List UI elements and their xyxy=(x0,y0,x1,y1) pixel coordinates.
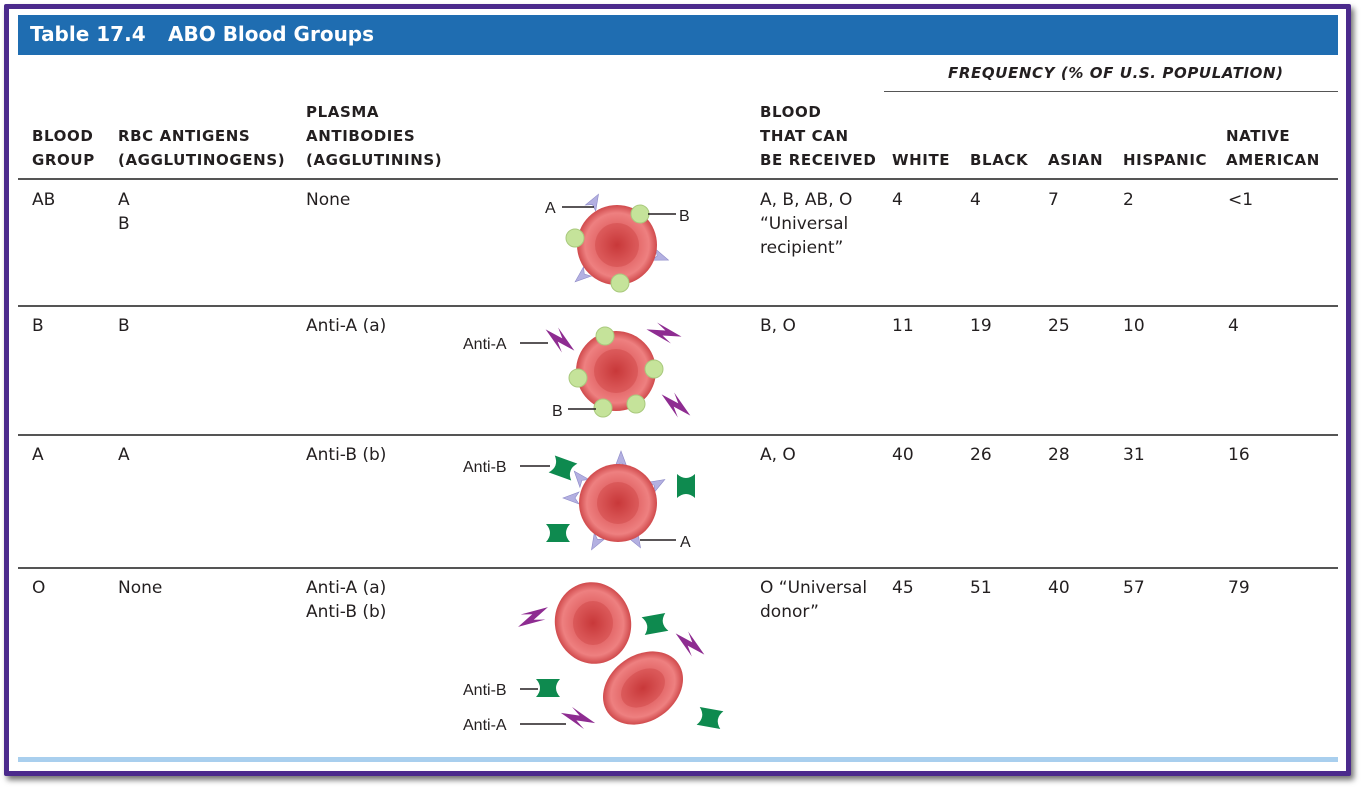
red-blood-cell xyxy=(554,582,632,664)
label-anti-b: Anti-B xyxy=(463,459,507,476)
label-antigen-a: A xyxy=(545,200,556,217)
cell-antibodies: None xyxy=(306,190,351,210)
red-blood-cell xyxy=(577,205,657,285)
cell-antigens: B xyxy=(118,316,130,336)
cell-asian: 40 xyxy=(1048,578,1070,598)
antibody-anti-a-icon xyxy=(672,629,708,659)
cell-white: 4 xyxy=(892,190,903,210)
antigen-b-icon xyxy=(565,228,585,248)
antibody-anti-b-icon xyxy=(536,679,560,697)
cell-hispanic: 57 xyxy=(1123,578,1145,598)
antibody-anti-b-icon xyxy=(641,613,669,635)
antibody-anti-a-icon xyxy=(658,390,694,420)
cell-received: O “Universal donor” xyxy=(760,578,868,622)
frequency-rule xyxy=(884,91,1338,92)
frequency-heading: FREQUENCY (% OF U.S. POPULATION) xyxy=(948,64,1284,82)
header-hispanic: HISPANIC xyxy=(1123,151,1208,169)
label-anti-b: Anti-B xyxy=(463,682,507,699)
antigen-b-icon xyxy=(593,398,613,418)
cell-group: B xyxy=(32,316,44,336)
cell-black: 51 xyxy=(970,578,992,598)
cell-hispanic: 31 xyxy=(1123,445,1145,465)
cell-antibodies: Anti-A (a) Anti-B (b) xyxy=(306,578,387,622)
antigen-b-icon xyxy=(644,359,664,379)
label-anti-a: Anti-A xyxy=(463,717,507,734)
bottom-rule xyxy=(18,757,1338,762)
cell-a-illustration: Anti-B A xyxy=(463,450,695,554)
cell-antibodies: Anti-B (b) xyxy=(306,445,387,465)
antibody-anti-a-icon xyxy=(542,325,578,355)
cell-asian: 7 xyxy=(1048,190,1059,210)
table-title: ABO Blood Groups xyxy=(168,22,375,46)
cell-hispanic: 10 xyxy=(1123,316,1145,336)
antibody-anti-a-icon xyxy=(560,703,596,733)
cell-group: AB xyxy=(32,190,56,210)
antigen-b-icon xyxy=(568,368,588,388)
antibody-anti-a-icon xyxy=(514,597,552,637)
antigen-b-icon xyxy=(610,273,630,293)
label-antigen-b: B xyxy=(679,208,690,225)
antibody-anti-b-icon xyxy=(546,524,570,542)
cell-native-american: <1 xyxy=(1228,190,1254,210)
antigen-a-icon xyxy=(585,190,604,212)
cell-native-american: 16 xyxy=(1228,445,1250,465)
cell-asian: 25 xyxy=(1048,316,1070,336)
cell-received: A, O xyxy=(760,445,796,465)
header-rbc-antigens: RBC ANTIGENS (AGGLUTINOGENS) xyxy=(118,127,286,169)
header-blood-received: BLOOD THAT CAN BE RECEIVED xyxy=(760,103,877,169)
cell-b-illustration: Anti-A B xyxy=(463,317,694,420)
cell-received: A, B, AB, O “Universal recipient” xyxy=(760,190,853,258)
header-black: BLACK xyxy=(970,151,1029,169)
red-blood-cell xyxy=(576,331,656,411)
antibody-anti-a-icon xyxy=(645,317,683,349)
header-asian: ASIAN xyxy=(1048,151,1104,169)
cell-o-illustration: Anti-B Anti-A xyxy=(463,582,724,734)
cell-antigens: None xyxy=(118,578,163,598)
table-frame xyxy=(4,4,1351,776)
cell-white: 45 xyxy=(892,578,914,598)
cell-white: 40 xyxy=(892,445,914,465)
header-blood-group: BLOOD GROUP xyxy=(32,127,95,169)
antigen-a-icon xyxy=(562,491,580,505)
cell-black: 26 xyxy=(970,445,992,465)
antibody-anti-b-icon xyxy=(548,455,578,481)
cell-native-american: 79 xyxy=(1228,578,1250,598)
cell-black: 4 xyxy=(970,190,981,210)
cell-group: O xyxy=(32,578,46,598)
cell-antigens: A B xyxy=(118,190,130,234)
cell-ab-illustration: A B xyxy=(545,190,690,293)
header-native-american: NATIVE AMERICAN xyxy=(1226,127,1320,169)
cell-hispanic: 2 xyxy=(1123,190,1134,210)
cell-white: 11 xyxy=(892,316,914,336)
label-antigen-b: B xyxy=(552,403,563,420)
red-blood-cell xyxy=(579,464,657,542)
cell-antibodies: Anti-A (a) xyxy=(306,316,387,336)
header-plasma-antibodies: PLASMA ANTIBODIES (AGGLUTININS) xyxy=(306,103,443,169)
antibody-anti-b-icon xyxy=(696,707,724,729)
label-anti-a: Anti-A xyxy=(463,336,507,353)
label-antigen-a: A xyxy=(680,534,691,551)
row-rule-1 xyxy=(18,305,1338,307)
row-rule-3 xyxy=(18,567,1338,569)
header-white: WHITE xyxy=(892,151,951,169)
cell-group: A xyxy=(32,445,44,465)
antigen-b-icon xyxy=(630,204,650,224)
cell-black: 19 xyxy=(970,316,992,336)
cell-antigens: A xyxy=(118,445,130,465)
row-rule-2 xyxy=(18,434,1338,436)
table-number: Table 17.4 xyxy=(30,22,146,46)
cell-received: B, O xyxy=(760,316,796,336)
title-bar: Table 17.4 ABO Blood Groups xyxy=(18,15,1338,55)
cell-asian: 28 xyxy=(1048,445,1070,465)
antibody-anti-b-icon xyxy=(677,474,695,498)
header-rule xyxy=(18,178,1338,180)
antigen-b-icon xyxy=(626,394,646,414)
cell-native-american: 4 xyxy=(1228,316,1239,336)
red-blood-cell xyxy=(603,651,683,725)
antigen-b-icon xyxy=(595,326,615,346)
